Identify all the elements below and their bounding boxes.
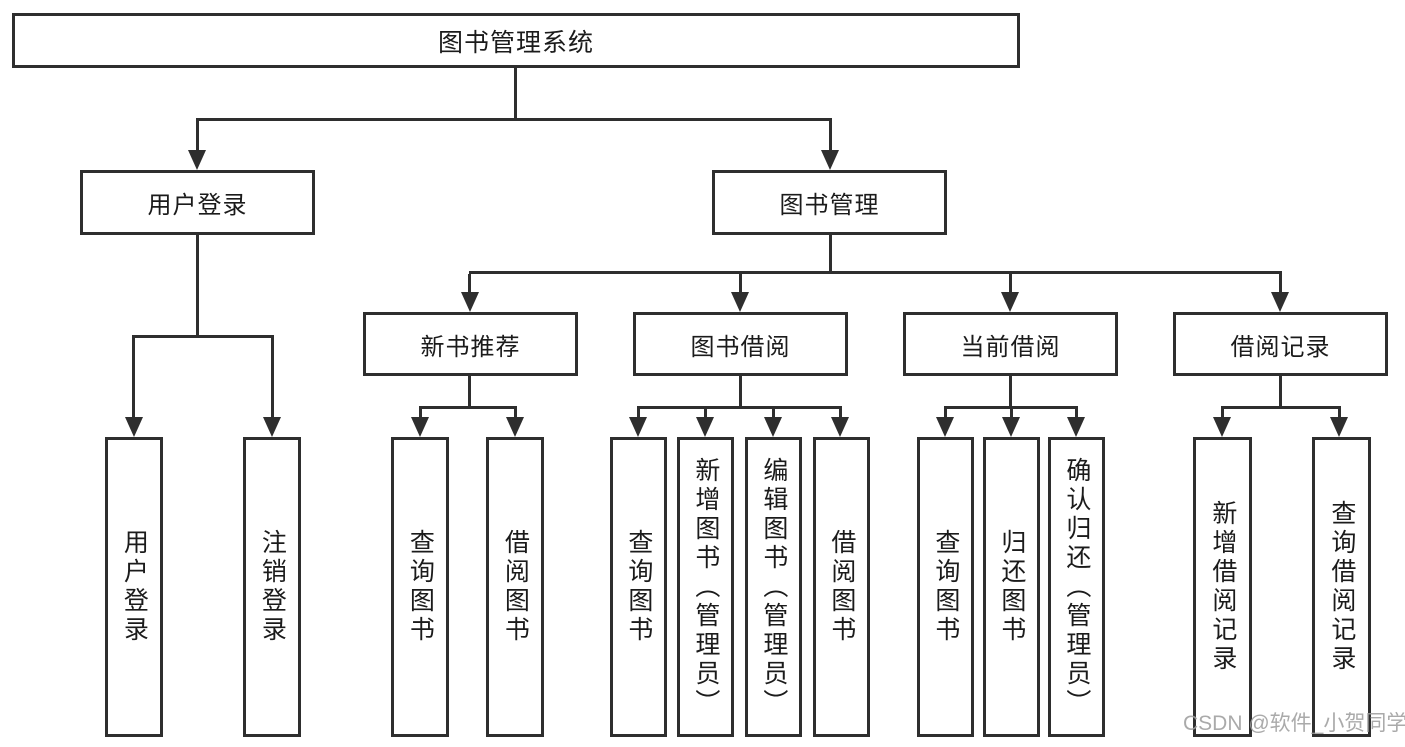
connector-line (1279, 274, 1282, 293)
connector-line (469, 271, 1282, 274)
node-label: 图书借阅 (690, 333, 791, 361)
arrow-down-icon (411, 417, 429, 437)
arrow-down-icon (831, 417, 849, 437)
arrow-down-icon (731, 292, 749, 312)
node-book-management: 图书管理 (712, 170, 947, 235)
arrow-down-icon (629, 417, 647, 437)
leaf-label: 确认归还（管理员） (1062, 456, 1091, 718)
connector-line (1009, 274, 1012, 293)
leaf-add-books-admin: 新增图书（管理员） (677, 437, 734, 737)
node-new-book-recommend: 新书推荐 (363, 312, 578, 376)
leaf-query-books-current: 查询图书 (917, 437, 974, 737)
connector-line (1221, 406, 1341, 409)
node-label: 用户登录 (147, 192, 248, 219)
leaf-label: 用户登录 (120, 529, 149, 645)
arrow-down-icon (188, 150, 206, 170)
node-current-borrowing: 当前借阅 (903, 312, 1118, 376)
connector-line (1221, 409, 1224, 418)
leaf-label: 新增借阅记录 (1208, 500, 1237, 674)
node-label: 当前借阅 (960, 333, 1061, 361)
arrow-down-icon (1067, 417, 1085, 437)
arrow-down-icon (506, 417, 524, 437)
arrow-down-icon (461, 292, 479, 312)
leaf-label: 查询借阅记录 (1327, 500, 1356, 674)
connector-line (772, 409, 775, 418)
leaf-logout: 注销登录 (243, 437, 301, 737)
connector-line (1010, 409, 1013, 418)
connector-line (271, 338, 274, 417)
node-library-management-system: 图书管理系统 (12, 13, 1020, 68)
node-user-login: 用户登录 (80, 170, 315, 235)
leaf-user-login: 用户登录 (105, 437, 163, 737)
leaf-label: 借阅图书 (501, 529, 530, 645)
connector-line (196, 235, 199, 337)
connector-line (514, 409, 517, 418)
leaf-borrow-books-recommend: 借阅图书 (486, 437, 544, 737)
connector-line (839, 409, 842, 418)
connector-line (1075, 409, 1078, 418)
node-label: 图书管理系统 (437, 28, 594, 57)
connector-line (739, 376, 742, 408)
connector-line (132, 335, 274, 338)
arrow-down-icon (764, 417, 782, 437)
connector-line (419, 409, 422, 418)
arrow-down-icon (936, 417, 954, 437)
connector-line (514, 68, 517, 120)
connector-line (944, 406, 1078, 409)
leaf-label: 查询图书 (624, 529, 653, 645)
csdn-watermark: CSDN @软件_小贺同学 (1183, 712, 1405, 735)
arrow-down-icon (263, 417, 281, 437)
leaf-label: 新增图书（管理员） (691, 456, 720, 718)
leaf-query-books-borrowing: 查询图书 (610, 437, 667, 737)
arrow-down-icon (1002, 417, 1020, 437)
connector-line (468, 274, 471, 293)
connector-line (419, 406, 517, 409)
leaf-label: 查询图书 (406, 529, 435, 645)
connector-line (739, 274, 742, 293)
connector-line (468, 376, 471, 408)
leaf-label: 借阅图书 (827, 529, 856, 645)
leaf-confirm-return-admin: 确认归还（管理员） (1048, 437, 1105, 737)
leaf-label: 归还图书 (997, 529, 1026, 645)
node-label: 新书推荐 (420, 333, 521, 361)
leaf-borrow-books-borrowing: 借阅图书 (813, 437, 870, 737)
arrow-down-icon (1330, 417, 1348, 437)
connector-line (637, 409, 640, 418)
leaf-return-books: 归还图书 (983, 437, 1040, 737)
connector-line (829, 235, 832, 273)
node-borrowing-records: 借阅记录 (1173, 312, 1388, 376)
connector-line (637, 406, 842, 409)
node-book-borrowing: 图书借阅 (633, 312, 848, 376)
connector-line (1338, 409, 1341, 418)
leaf-add-borrow-record: 新增借阅记录 (1193, 437, 1252, 737)
arrow-down-icon (821, 150, 839, 170)
leaf-query-books-recommend: 查询图书 (391, 437, 449, 737)
leaf-label: 查询图书 (931, 529, 960, 645)
leaf-label: 编辑图书（管理员） (759, 456, 788, 718)
leaf-query-borrow-record: 查询借阅记录 (1312, 437, 1371, 737)
arrow-down-icon (1213, 417, 1231, 437)
connector-line (196, 121, 199, 151)
connector-line (196, 118, 832, 121)
connector-line (944, 409, 947, 418)
leaf-label: 注销登录 (258, 529, 287, 645)
connector-line (132, 338, 135, 417)
leaf-edit-books-admin: 编辑图书（管理员） (745, 437, 802, 737)
arrow-down-icon (696, 417, 714, 437)
arrow-down-icon (1001, 292, 1019, 312)
arrow-down-icon (1271, 292, 1289, 312)
connector-line (829, 121, 832, 151)
arrow-down-icon (125, 417, 143, 437)
node-label: 借阅记录 (1230, 333, 1331, 361)
connector-line (1009, 376, 1012, 408)
connector-line (1279, 376, 1282, 408)
node-label: 图书管理 (779, 192, 880, 219)
connector-line (704, 409, 707, 418)
